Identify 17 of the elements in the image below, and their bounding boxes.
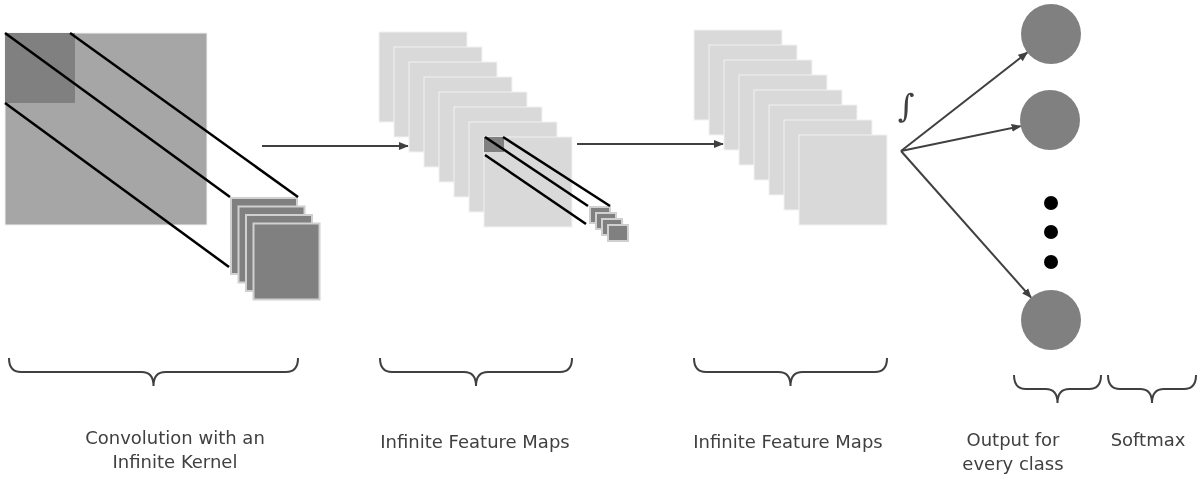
stage-caption: Convolution with an Infinite Kernel [84, 426, 266, 474]
stage-caption: Output for every class [961, 428, 1065, 476]
arrow [900, 124, 1022, 152]
feature-map-stack-drawing [694, 30, 887, 225]
output-node-circle [1021, 4, 1081, 64]
input-image-drawing [5, 33, 207, 225]
output-node-circle [1021, 290, 1081, 350]
arrow [900, 150, 1033, 299]
feature-map-stack-drawing [379, 32, 572, 227]
arrow [261, 142, 409, 150]
stage-caption: Infinite Feature Maps [379, 430, 571, 454]
output-node-circle [1020, 90, 1080, 150]
arrow [576, 140, 724, 148]
integral-symbol: ∫ [896, 90, 916, 122]
stage-caption: Softmax [1109, 428, 1187, 452]
stage-caption: Infinite Feature Maps [692, 430, 884, 454]
arrow [900, 51, 1029, 152]
